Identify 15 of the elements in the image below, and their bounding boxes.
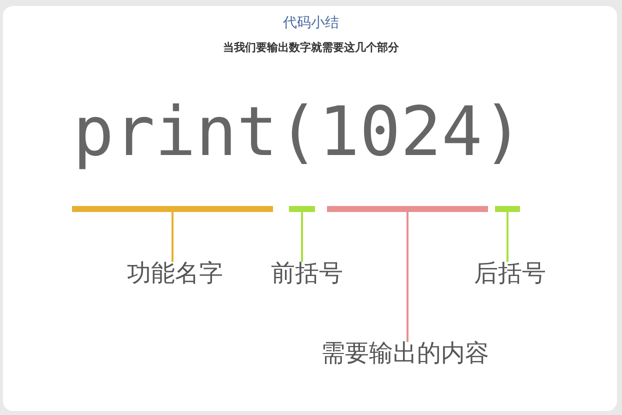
annotation-label: 后括号 [474,260,546,286]
leader-line [406,212,408,342]
underline-bar [289,206,315,212]
title: 代码小结 [283,16,339,32]
annotation-label: 功能名字 [127,260,223,286]
leader-line [301,212,303,262]
annotation-label: 前括号 [271,260,343,286]
annotation-label: 需要输出的内容 [321,340,489,366]
leader-line [172,212,174,262]
underline-bar [495,206,520,212]
subtitle: 当我们要输出数字就需要这几个部分 [223,42,399,54]
code-text: print(1024) [73,96,524,171]
underline-bar [72,206,273,212]
leader-line [506,212,508,262]
underline-bar [327,206,488,212]
